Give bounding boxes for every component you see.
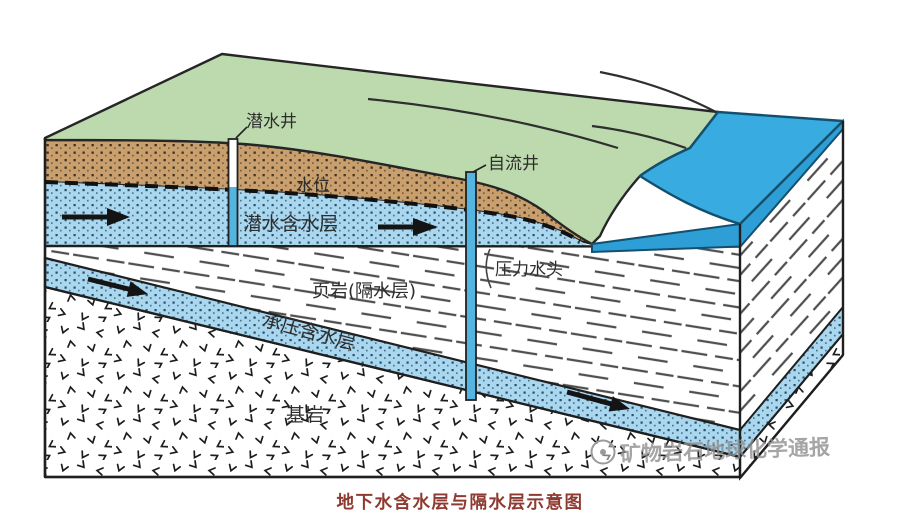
terrain-surface	[43, 52, 720, 246]
flow-arrow-unconfined-right	[378, 218, 438, 236]
label-artesian-well: 自流井	[488, 154, 539, 174]
unconfined-well-leader	[235, 126, 248, 139]
flow-arrow-confined-left	[87, 276, 148, 297]
unconfined-aquifer-layer	[45, 182, 588, 246]
pressure-head-brace	[485, 248, 492, 289]
unconfined-well	[227, 126, 248, 247]
hill-contour-3	[591, 124, 687, 150]
flow-arrow-confined-right	[566, 389, 630, 412]
watermark-logo-dot	[600, 449, 607, 456]
label-aquitard: 页岩(隔水层)	[312, 281, 416, 302]
artesian-well-pipe	[465, 171, 477, 401]
label-bedrock: 基岩	[286, 404, 324, 426]
label-pressure-head: 压力水头	[495, 260, 563, 280]
shale-aquitard-front-face	[45, 247, 740, 430]
unconfined-well-casing	[227, 138, 239, 247]
hill-contour-2	[599, 70, 717, 113]
lake-front-band	[591, 222, 741, 254]
flow-arrow-unconfined-left	[62, 208, 130, 226]
label-unconfined-aquifer: 潜水含水层	[243, 213, 338, 235]
figure-caption: 地下水含水层与隔水层示意图	[336, 493, 584, 513]
lake-surface	[638, 110, 845, 226]
artesian-well-leader	[472, 164, 487, 173]
artesian-well	[465, 164, 492, 401]
shale-aquitard-right-face	[740, 128, 843, 430]
hill-contour-1	[367, 97, 619, 150]
label-unconfined-well: 潜水井	[246, 112, 297, 132]
block-bottom-right-edge	[739, 354, 844, 479]
label-water-table: 水位	[296, 176, 330, 196]
